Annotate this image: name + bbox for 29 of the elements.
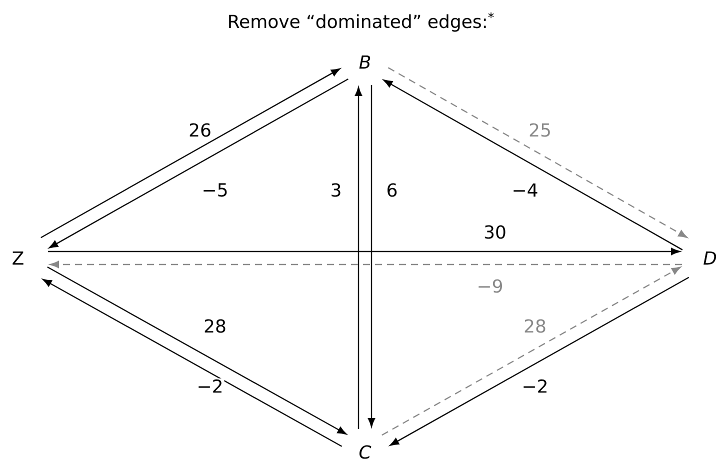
arrow bbox=[48, 248, 680, 256]
edge-label: 28 bbox=[202, 318, 228, 334]
edge-label: −4 bbox=[510, 182, 540, 198]
arrow bbox=[40, 68, 340, 238]
arrow bbox=[382, 266, 681, 436]
edge-label: 28 bbox=[522, 318, 548, 334]
arrow bbox=[42, 278, 342, 447]
arrow bbox=[390, 276, 690, 446]
edge-label: 30 bbox=[482, 224, 508, 240]
edge-label: 25 bbox=[528, 122, 552, 138]
vertex-label: Z bbox=[12, 251, 24, 265]
edge-label: −2 bbox=[196, 378, 224, 394]
vertex-label: B bbox=[359, 55, 370, 69]
edge-label: 26 bbox=[188, 122, 212, 138]
edge-label: −2 bbox=[520, 378, 550, 394]
arrow bbox=[47, 266, 346, 434]
arrow bbox=[388, 67, 688, 238]
edge-label: 6 bbox=[385, 182, 399, 198]
vertex-label: C bbox=[359, 445, 372, 459]
arrow bbox=[50, 260, 682, 268]
edge-label: −9 bbox=[476, 278, 504, 294]
title: Remove “dominated” edges:$^{*}$ bbox=[229, 12, 494, 32]
arrow bbox=[383, 80, 683, 250]
edge-label: −5 bbox=[200, 182, 230, 198]
vertex-label: D bbox=[704, 251, 716, 265]
arrow bbox=[354, 86, 362, 429]
arrow bbox=[48, 78, 348, 248]
arrow bbox=[368, 85, 376, 428]
edge-label: 3 bbox=[329, 182, 343, 198]
